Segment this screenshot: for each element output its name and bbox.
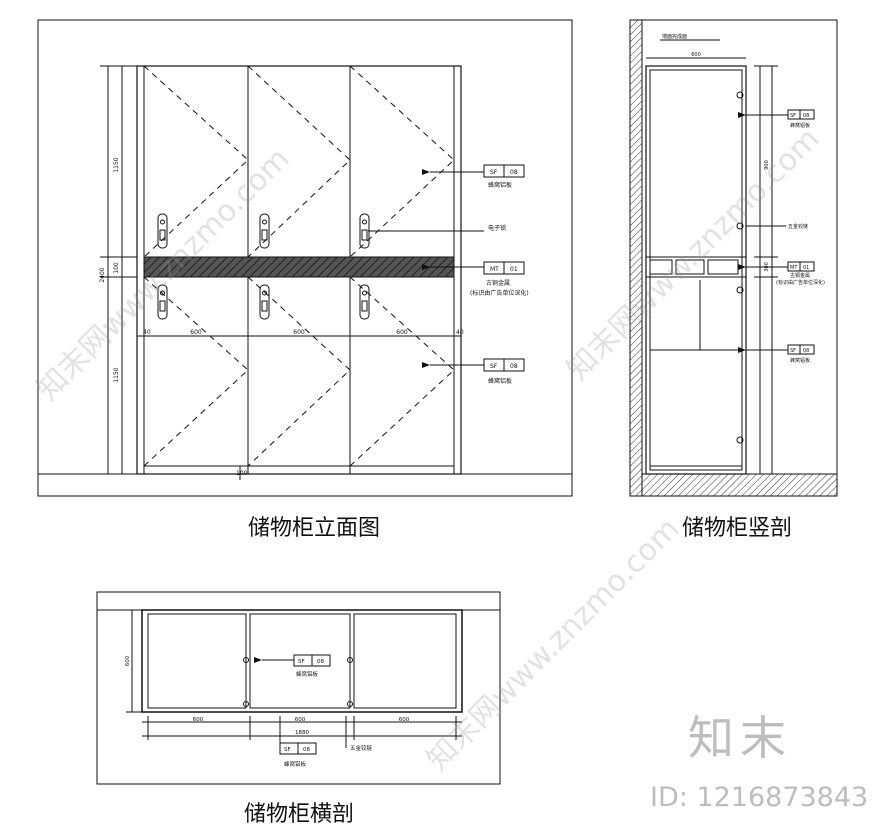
tag-desc: 蜂窝铝板 [296, 670, 319, 678]
tag-code: SF [490, 363, 498, 370]
elevation-texts: 2400 1150 100 1150 40 40 100 600 600 600… [99, 157, 529, 477]
lock-label: 电子锁 [488, 224, 506, 232]
tag-num: 08 [803, 113, 809, 119]
dim-width-2: 600 [295, 717, 306, 723]
wall-hatch [629, 19, 643, 497]
vertical-section-frame [629, 19, 838, 497]
dim-door-width-2: 600 [293, 329, 305, 336]
tag-desc: 古铜金属 [790, 272, 810, 279]
dim-top-width: 600 [691, 52, 701, 58]
logo-text: 知末 [688, 711, 792, 765]
horizontal-section-texts: 600 600 600 600 1880 SF 08 蜂窝铝板 SF 08 蜂窝… [125, 655, 410, 768]
tag-code: SF [284, 747, 291, 753]
tag-num: 01 [510, 266, 518, 273]
dim-upper: 1150 [113, 157, 120, 172]
horizontal-section-frame [96, 591, 501, 785]
hinge-note: 五金铰链 [350, 744, 373, 752]
tag-desc: 古铜金属 [486, 279, 510, 287]
dim-bottom: 100 [236, 470, 248, 477]
tag-desc: 蜂窝铝板 [488, 181, 512, 189]
hinge-note: 五金铰链 [788, 223, 808, 230]
tag-num: 01 [803, 265, 809, 271]
dim-door-width-3: 600 [396, 329, 408, 336]
dim-upper-h: 900 [764, 160, 770, 170]
tag-code: MT [790, 265, 798, 271]
dim-width-3: 600 [399, 717, 410, 723]
tag-code: SF [790, 113, 796, 119]
tag-num: 08 [317, 659, 324, 665]
tag-code: SF [298, 659, 305, 665]
tag-note: (标识由广告单位深化) [470, 289, 529, 297]
tag-num: 08 [510, 169, 518, 176]
dim-mid-h: 300 [764, 262, 770, 272]
dim-depth: 600 [125, 655, 131, 666]
floor-hatch [641, 473, 838, 497]
tag-num: 08 [303, 747, 310, 753]
door-swing-lines [143, 65, 455, 467]
dim-lower: 1150 [113, 367, 120, 382]
vertical-section-caption: 储物柜竖剖 [682, 516, 793, 541]
electronic-locks [157, 213, 370, 320]
tag-code: SF [490, 169, 498, 176]
tag-desc: 蜂窝铝板 [790, 357, 810, 364]
horizontal-section-view [96, 591, 501, 785]
dim-total: 1880 [295, 730, 309, 736]
metal-band [143, 256, 455, 278]
tag-desc: 蜂窝铝板 [790, 122, 810, 129]
id-text: ID: 1216873843 [650, 782, 869, 813]
elevation-caption: 储物柜立面图 [248, 516, 381, 541]
dim-middle: 100 [113, 262, 120, 274]
dim-width-1: 600 [193, 717, 204, 723]
elevation-frame [37, 19, 573, 497]
tag-note: (标识由广告单位深化) [776, 279, 825, 286]
tag-num: 08 [803, 348, 809, 354]
dim-door-width-1: 600 [190, 329, 202, 336]
elevation-view [37, 19, 573, 497]
cabinet-outline [136, 65, 462, 475]
cabinet-section [645, 65, 747, 475]
tag-code: SF [790, 348, 796, 354]
top-note: 墙面完成面 [662, 33, 687, 40]
dim-right: 40 [456, 329, 464, 336]
horizontal-section-caption: 储物柜横剖 [244, 802, 355, 827]
tag-code: MT [490, 266, 499, 273]
tag-num: 08 [510, 363, 518, 370]
vertical-section-texts: 墙面完成面 600 900 300 SF 08 蜂窝铝板 五金铰链 MT 01 … [662, 33, 825, 364]
tag-desc: 蜂窝铝板 [488, 377, 512, 385]
dim-total-height: 2400 [99, 267, 106, 282]
vertical-section-view [629, 19, 838, 497]
tag-desc: 蜂窝铝板 [284, 760, 307, 768]
dim-left: 40 [143, 329, 151, 336]
